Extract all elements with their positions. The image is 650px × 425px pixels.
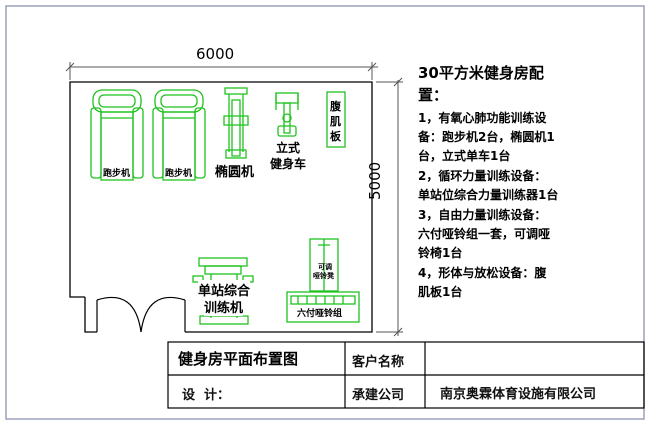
upright-bike-label-line1: 立式 bbox=[276, 141, 301, 155]
spec-title-line2: 置： bbox=[418, 86, 449, 104]
client-name-label: 客户名称 bbox=[352, 355, 405, 370]
treadmill-label: 跑步机 bbox=[103, 169, 131, 179]
spec-line: 备：跑步机2台，椭圆机1 bbox=[418, 130, 555, 144]
ab-board-label-line3: 板 bbox=[330, 130, 341, 143]
single-station-label-line1: 单站综合 bbox=[198, 280, 251, 299]
adjustable-bench-label-line2: 哑铃凳 bbox=[313, 272, 334, 280]
treadmill-label: 跑步机 bbox=[165, 169, 193, 179]
ab-board-label-line1: 腹 bbox=[330, 100, 341, 113]
height-dimension-label: 5000 bbox=[366, 161, 384, 200]
title-block bbox=[167, 341, 645, 409]
treadmill-icon bbox=[152, 89, 206, 181]
spec-line: 2，循环力量训练设备： bbox=[418, 169, 547, 183]
builder-company-label: 承建公司 bbox=[352, 388, 405, 403]
spec-line: 单站位综合力量训练器1台 bbox=[418, 188, 559, 202]
upright-bike-icon bbox=[275, 92, 299, 137]
room-walls bbox=[69, 81, 373, 333]
width-dimension-label: 6000 bbox=[196, 45, 235, 63]
height-dimension-line bbox=[376, 77, 403, 337]
elliptical-label: 椭圆机 bbox=[215, 165, 255, 180]
ab-board-icon bbox=[326, 91, 346, 148]
spec-line: 4，形体与放松设备：腹 bbox=[418, 266, 547, 280]
dumbbell-rack-icon bbox=[286, 291, 360, 323]
ab-board-label-line2: 肌 bbox=[330, 115, 341, 128]
spec-line: 六付哑铃组一套，可调哑 bbox=[418, 227, 551, 241]
builder-company-value: 南京奥霖体育设施有限公司 bbox=[440, 387, 597, 402]
adjustable-bench-icon bbox=[309, 238, 339, 292]
single-station-label-line2: 训练机 bbox=[204, 297, 244, 316]
elliptical-icon bbox=[223, 87, 249, 159]
spec-title-line1: 30平方米健身房配 bbox=[418, 64, 544, 82]
width-dimension-line bbox=[65, 62, 378, 80]
dumbbell-set-label: 六付哑铃组 bbox=[297, 309, 343, 319]
spec-line: 台，立式单车1台 bbox=[418, 149, 511, 163]
adjustable-bench-label-line1: 可调 bbox=[318, 263, 332, 271]
designer-label: 设 计： bbox=[182, 388, 231, 403]
double-door-icon bbox=[96, 296, 186, 333]
spec-line: 3，自由力量训练设备： bbox=[418, 208, 547, 222]
drawing-title: 健身房平面布置图 bbox=[178, 350, 299, 368]
drawing-border bbox=[5, 5, 645, 420]
spec-line: 铃椅1台 bbox=[418, 246, 463, 260]
upright-bike-label-line2: 健身车 bbox=[270, 157, 307, 171]
treadmill-icon bbox=[90, 89, 144, 181]
spec-line: 1，有氧心肺功能训练设 bbox=[418, 111, 547, 125]
spec-line: 肌板1台 bbox=[418, 285, 463, 299]
